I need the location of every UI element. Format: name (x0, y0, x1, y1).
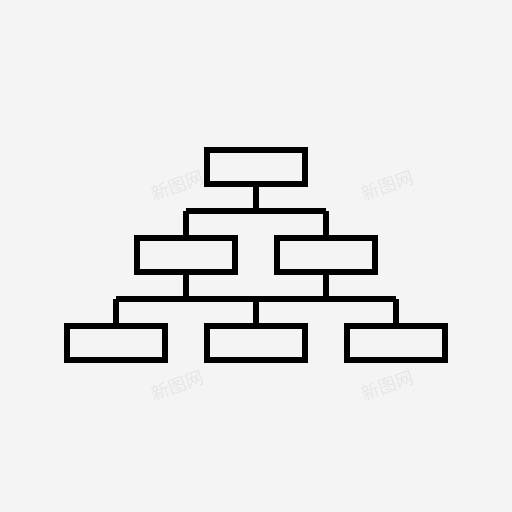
mid-left-connector (113, 272, 256, 326)
mid-right-connector (253, 272, 399, 326)
top-connector (183, 184, 329, 238)
mid-right-node-box (274, 235, 378, 275)
top-node-box (204, 147, 308, 187)
bottom-center-node-box (204, 323, 308, 363)
mid-left-node-box (134, 235, 238, 275)
bottom-right-node-box (344, 323, 448, 363)
bottom-left-node-box (64, 323, 168, 363)
